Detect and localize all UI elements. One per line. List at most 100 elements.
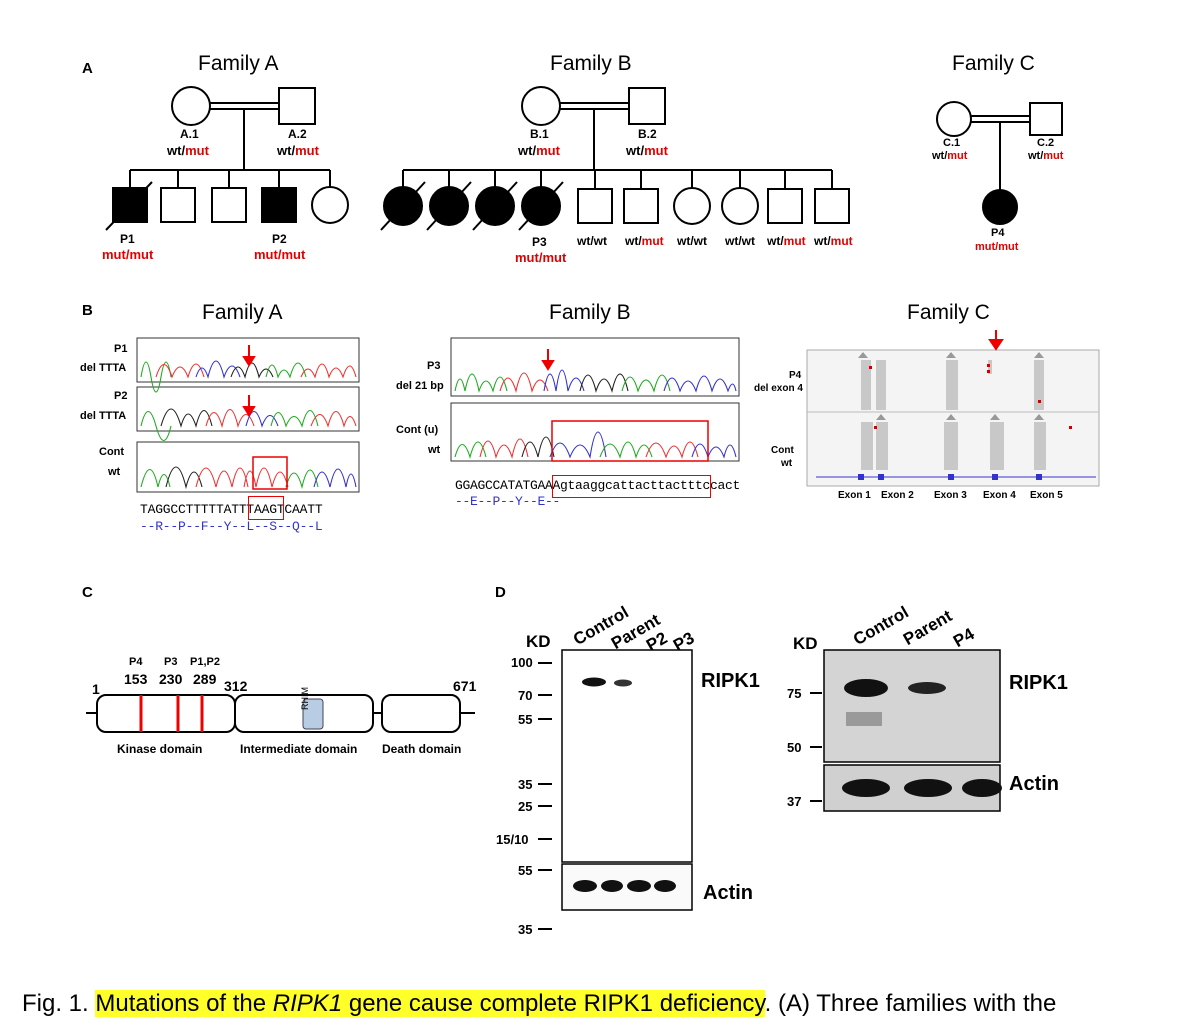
aa-family-b: --E--P--Y--E-- <box>455 494 561 509</box>
deletion-box-b <box>552 475 711 498</box>
b2-label: B.2 <box>638 127 657 141</box>
site-position: 153 <box>124 671 148 687</box>
pedigree-a-sib3 <box>311 186 349 224</box>
chromatogram-family-b <box>450 337 740 462</box>
igv-coverage-view <box>806 330 1100 487</box>
igv-sublabel: del exon 4 <box>754 383 803 394</box>
exon-label: Exon 2 <box>881 490 914 501</box>
actin-label-right: Actin <box>1009 773 1059 795</box>
b-family-c-title: Family C <box>907 301 990 324</box>
sequence-family-b: GGAGCCATATGAAAgtaaggcattacttactttccact <box>455 478 741 493</box>
sib-genotype: wt/wt <box>725 234 755 248</box>
rhim-label: RHIM <box>300 687 310 710</box>
p3-genotype: mut/mut <box>515 250 567 265</box>
trace-sublabel: del TTTA <box>80 410 127 422</box>
domain-boundary: 312 <box>224 678 248 694</box>
p1-genotype: mut/mut <box>102 247 154 262</box>
family-b-title: Family B <box>550 52 632 75</box>
family-a-title: Family A <box>198 52 279 75</box>
site-position: 230 <box>159 671 183 687</box>
p4-label: P4 <box>991 227 1005 239</box>
ripk1-domain-map <box>86 694 475 733</box>
trace-sublabel: wt <box>428 444 441 456</box>
panel-label-d: D <box>495 584 506 601</box>
site-patient: P4 <box>129 656 143 668</box>
igv-label: Cont <box>771 445 794 456</box>
pedigree-b1-female <box>521 86 561 126</box>
kd-label-left: KD <box>526 632 551 651</box>
pedigree-a1-female <box>171 86 211 126</box>
c1-label: C.1 <box>943 137 961 149</box>
kd-marker: 70 <box>518 688 533 703</box>
igv-label: P4 <box>789 370 802 381</box>
death-domain-label: Death domain <box>382 742 462 756</box>
deletion-box-a <box>248 496 284 520</box>
pedigree-c2-male <box>1029 102 1063 136</box>
trace-sublabel: wt <box>108 466 121 478</box>
panel-label-a: A <box>82 60 93 77</box>
kd-marker: 55 <box>518 712 533 727</box>
trace-label: P2 <box>114 390 128 402</box>
kd-marker: 37 <box>787 794 802 809</box>
b-family-b-title: Family B <box>549 301 631 324</box>
c1-genotype: wt/mut <box>932 150 968 162</box>
b-family-a-title: Family A <box>202 301 283 324</box>
b2-genotype: wt/mut <box>626 143 668 158</box>
chromatogram-family-a <box>136 337 360 493</box>
actin-label-left: Actin <box>703 882 753 904</box>
right-blot-lanes: Control Parent P4 <box>850 600 1000 651</box>
kd-marker: 35 <box>518 922 533 937</box>
kinase-domain-label: Kinase domain <box>117 742 203 756</box>
intermediate-domain-label: Intermediate domain <box>240 742 358 756</box>
pedigree-a2-male <box>278 87 316 125</box>
p2-genotype: mut/mut <box>254 247 306 262</box>
aa-family-a: --R--P--F--Y--L--S--Q--L <box>140 519 323 534</box>
igv-sublabel: wt <box>781 458 793 469</box>
p2-label: P2 <box>272 232 287 246</box>
b1-label: B.1 <box>530 127 549 141</box>
p1-label: P1 <box>120 232 135 246</box>
pedigree-b2-male <box>628 87 666 125</box>
exon-label: Exon 4 <box>983 490 1016 501</box>
trace-sublabel: del 21 bp <box>396 380 444 392</box>
panel-label-c: C <box>82 584 93 601</box>
exon-label: Exon 5 <box>1030 490 1063 501</box>
pedigree-diagram <box>105 86 1063 231</box>
a2-label: A.2 <box>288 127 307 141</box>
ripk1-label-right: RIPK1 <box>1009 672 1068 694</box>
c2-genotype: wt/mut <box>1028 150 1064 162</box>
sib-genotype: wt/mut <box>814 234 853 248</box>
site-patient: P1,P2 <box>190 656 220 668</box>
b1-genotype: wt/mut <box>518 143 560 158</box>
lane-label: Control <box>850 602 912 650</box>
exon-label: Exon 1 <box>838 490 871 501</box>
trace-label: P1 <box>114 343 128 355</box>
pedigree-a-sib2 <box>211 187 247 223</box>
exon-label: Exon 3 <box>934 490 967 501</box>
p3-label: P3 <box>532 235 547 249</box>
a2-genotype: wt/mut <box>277 143 319 158</box>
pedigree-a-sib1 <box>160 187 196 223</box>
sib-genotype: wt/wt <box>577 234 607 248</box>
domain-start: 1 <box>92 681 100 697</box>
site-patient: P3 <box>164 656 178 668</box>
kd-label-right: KD <box>793 634 818 653</box>
sib-genotype: wt/mut <box>767 234 806 248</box>
a1-label: A.1 <box>180 127 199 141</box>
c2-label: C.2 <box>1037 137 1055 149</box>
a1-genotype: wt/mut <box>167 143 209 158</box>
western-blot-right <box>810 649 1002 812</box>
p4-genotype: mut/mut <box>975 241 1019 253</box>
sib-genotype: wt/wt <box>677 234 707 248</box>
left-blot-lanes: Control Parent P2 P3 <box>570 600 720 655</box>
western-blot-left <box>538 649 693 930</box>
kd-marker: 55 <box>518 863 533 878</box>
sequence-family-a: TAGGCCTTTTTATTTAAGTCAATT <box>140 502 323 517</box>
sib-genotype: wt/mut <box>625 234 664 248</box>
figure-caption: Fig. 1. Mutations of the RIPK1 gene caus… <box>22 990 1057 1017</box>
family-c-title: Family C <box>952 52 1035 75</box>
domain-end: 671 <box>453 678 477 694</box>
kd-marker: 75 <box>787 686 802 701</box>
ripk1-label-left: RIPK1 <box>701 670 760 692</box>
trace-sublabel: del TTTA <box>80 362 127 374</box>
